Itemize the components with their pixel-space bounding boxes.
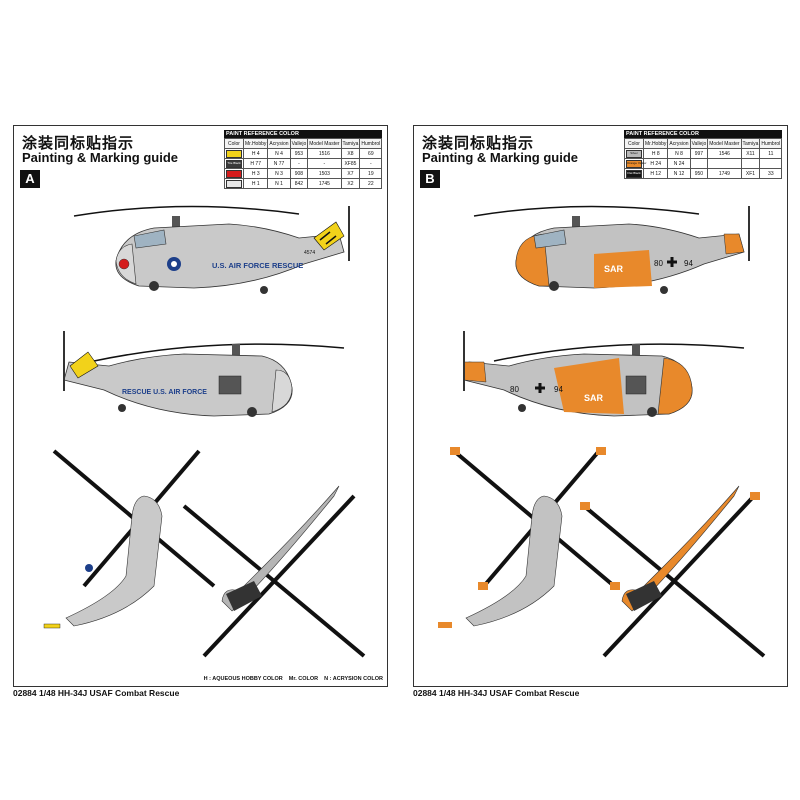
helicopter-bottom-view xyxy=(182,485,366,658)
paint-reference-table: PAINT REFERENCE COLOR Color Mr.Hobby Acr… xyxy=(224,130,383,189)
main-rotor-blade xyxy=(93,343,345,362)
marking-sar: SAR xyxy=(604,264,624,274)
main-rotor-blade xyxy=(73,205,300,217)
fuselage xyxy=(115,223,345,289)
fuselage-orange-band xyxy=(554,358,624,414)
fuselage-orange-band xyxy=(594,250,652,288)
cabin-door xyxy=(218,375,242,395)
marking-rescue: RESCUE xyxy=(272,261,303,270)
marking-code-2: 94 xyxy=(554,385,563,394)
legend-acrysion: N : ACRYSION COLOR xyxy=(324,676,383,682)
wheel xyxy=(660,286,668,294)
tail-band-yellow xyxy=(313,221,345,251)
fuselage-bottom xyxy=(221,485,340,612)
tail-orange xyxy=(463,361,487,383)
fuselage xyxy=(63,353,293,417)
table-row: Flat Black H 12 N 12 950 1749 XF1 33 xyxy=(624,168,783,179)
fuselage-top xyxy=(465,495,563,627)
helicopter-side-view-left: U.S. AIR FORCE RESCUE 4574 xyxy=(73,205,350,294)
rotor-mast xyxy=(232,344,240,356)
paint-reference-table: PAINT REFERENCE COLOR Color Mr.Hobby Acr… xyxy=(624,130,783,179)
marking-rescue-usaf: RESCUE U.S. AIR FORCE xyxy=(122,389,207,396)
wheel xyxy=(549,281,559,291)
sheet-scheme-b: 涂装同标贴指示 Painting & Marking guide B PAINT… xyxy=(413,125,788,687)
cockpit-window xyxy=(533,229,567,249)
title-english: Painting & Marking guide xyxy=(22,150,179,165)
helicopter-side-view-left: SAR 80 94 xyxy=(473,205,750,294)
marking-code-2: 94 xyxy=(684,259,693,268)
wheel xyxy=(149,281,159,291)
wheel xyxy=(247,407,257,417)
table-caption: PAINT REFERENCE COLOR xyxy=(224,130,383,138)
scheme-badge: A xyxy=(20,170,40,188)
helicopter-bottom-view xyxy=(580,485,766,658)
color-swatch xyxy=(226,169,242,178)
footer-title-a: 02884 1/48 HH-34J USAF Combat Rescue xyxy=(13,688,180,698)
nose-orange xyxy=(657,357,693,415)
cockpit-window xyxy=(133,229,167,249)
cabin-door xyxy=(625,375,647,395)
color-swatch: Tire Black xyxy=(226,159,242,168)
helicopter-top-view xyxy=(438,447,620,628)
table-row: H 3 N 3 908 1503 X7 19 xyxy=(224,168,383,179)
scheme-b-drawings: SAR 80 94 SAR 80 94 xyxy=(438,205,766,658)
table-row: Tire Black H 77 N 77 - - XF85 - xyxy=(224,158,383,169)
fuselage-top xyxy=(65,495,163,627)
helicopter-side-view-right: RESCUE U.S. AIR FORCE xyxy=(63,331,345,417)
nose-emblem xyxy=(118,258,130,270)
color-swatch: Silver xyxy=(626,149,642,158)
legend-mr-color: Mr. COLOR xyxy=(288,676,319,682)
color-swatch xyxy=(226,179,242,188)
table-caption: PAINT REFERENCE COLOR xyxy=(624,130,783,138)
main-rotor-blade xyxy=(493,343,745,362)
iron-cross-insignia xyxy=(535,383,545,393)
table-header-row: Color Mr.Hobby Acrysion Vallejo Model Ma… xyxy=(624,138,783,149)
scheme-badge: B xyxy=(420,170,440,188)
tail-band-yellow xyxy=(69,351,99,379)
wheel xyxy=(118,404,126,412)
table-row: Orange Yellow H 24 N 24 xyxy=(624,158,783,169)
footer-title-b: 02884 1/48 HH-34J USAF Combat Rescue xyxy=(413,688,580,698)
rotor-mast xyxy=(632,344,640,356)
marking-usaf: U.S. AIR FORCE xyxy=(212,261,270,270)
marking-sar: SAR xyxy=(584,393,604,403)
helicopter-side-view-right: SAR 80 94 xyxy=(463,331,745,417)
sheet-scheme-a: 涂装同标贴指示 Painting & Marking guide A PAINT… xyxy=(13,125,388,687)
color-swatch: Orange Yellow xyxy=(626,159,646,168)
wheel xyxy=(647,407,657,417)
nose xyxy=(271,369,293,413)
marking-code: 80 xyxy=(654,259,663,268)
rotor-mast xyxy=(172,216,180,228)
table-header-row: Color Mr.Hobby Acrysion Vallejo Model Ma… xyxy=(224,138,383,149)
title-chinese: 涂装同标贴指示 xyxy=(422,135,535,152)
color-swatch: Flat Black xyxy=(626,169,642,178)
legend-aqueous: H : AQUEOUS HOBBY COLOR xyxy=(203,676,283,682)
tail-orange xyxy=(723,233,745,255)
table-row: H 1 N 1 842 1745 X2 22 xyxy=(224,178,383,189)
marking-code: 80 xyxy=(510,385,519,394)
fuselage-bottom xyxy=(621,485,740,612)
scheme-a-drawings: U.S. AIR FORCE RESCUE 4574 RESCUE U.S. A… xyxy=(43,205,366,658)
title-chinese: 涂装同标贴指示 xyxy=(22,135,135,152)
iron-cross-insignia xyxy=(667,257,677,267)
helicopter-top-view xyxy=(43,449,216,629)
wheel xyxy=(518,404,526,412)
title-english: Painting & Marking guide xyxy=(422,150,579,165)
wheel xyxy=(260,286,268,294)
main-rotor-blade xyxy=(473,205,700,217)
serial-number: 4574 xyxy=(304,250,315,256)
rotor-mast xyxy=(572,216,580,228)
paint-legend: H : AQUEOUS HOBBY COLOR Mr. COLOR N : AC… xyxy=(204,676,383,682)
color-swatch xyxy=(226,149,242,158)
